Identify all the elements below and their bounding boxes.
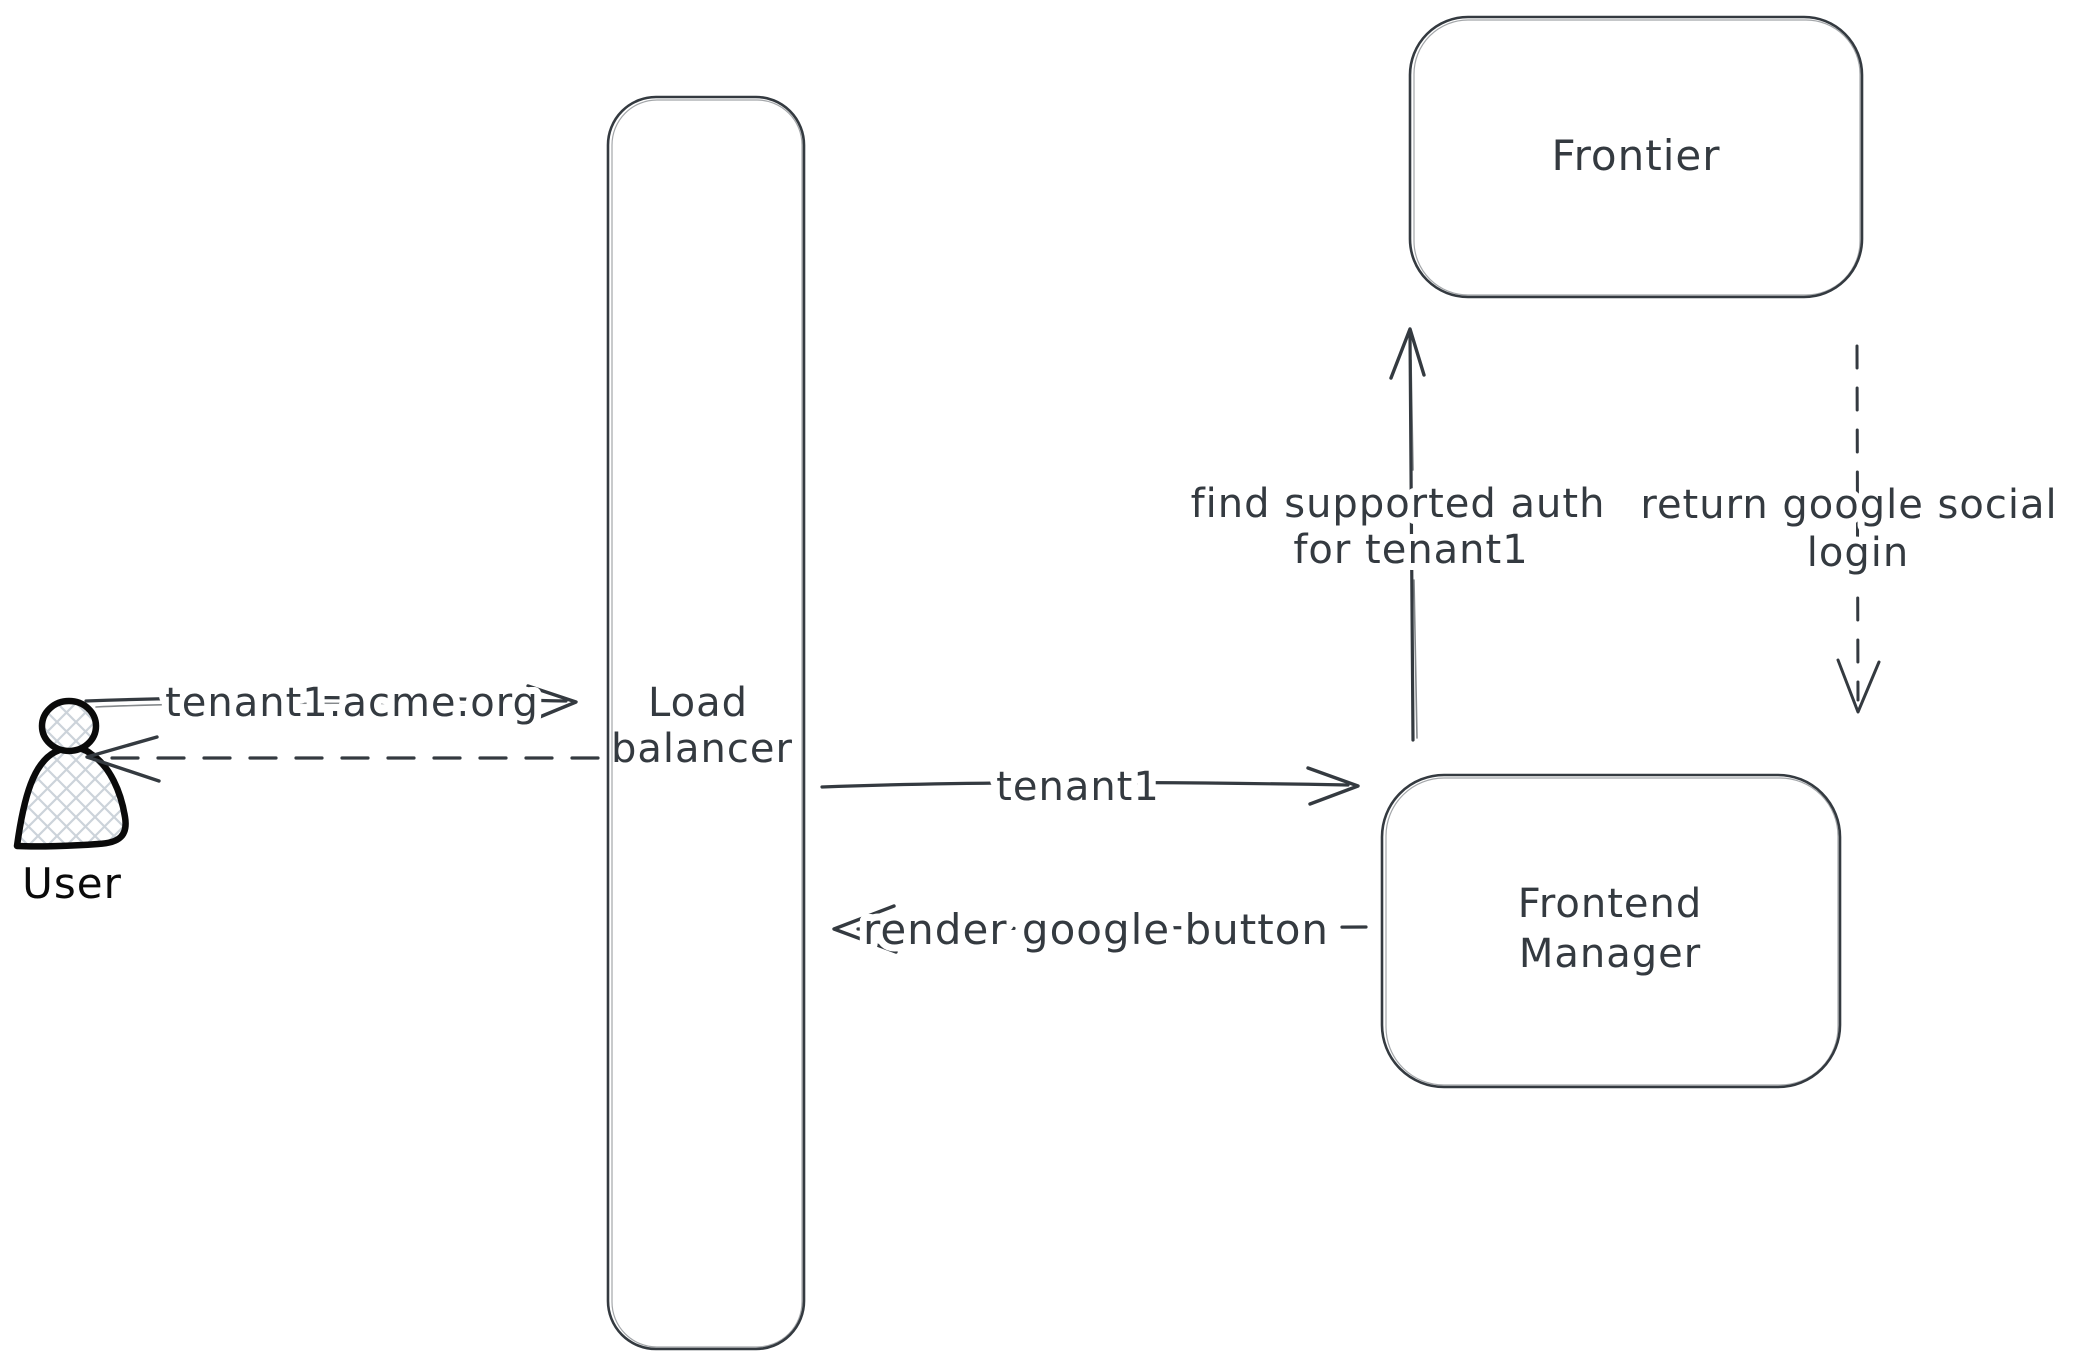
frontier-label: Frontier <box>1551 131 1720 180</box>
arrow-user-to-load-balancer: tenant1.acme.org <box>84 673 578 733</box>
user-icon-head <box>38 697 100 755</box>
arrowhead-left-icon <box>832 904 898 954</box>
arrow-load-balancer-to-user <box>85 735 600 783</box>
load-balancer-label-line1: Load <box>648 680 748 726</box>
arrow-user-to-load-balancer-line <box>84 695 568 703</box>
arrowhead-right-icon <box>526 684 578 723</box>
frontend-manager-box <box>1380 773 1842 1089</box>
arrow-frontend-manager-to-load-balancer: render google button <box>832 898 1368 961</box>
user-icon <box>13 697 129 850</box>
arrow-user-to-load-balancer-sketch-echo <box>95 702 481 708</box>
arrow-frontend-manager-to-frontier: find supported auth for tenant1 <box>1184 327 1611 742</box>
load-balancer-box-sketch-echo <box>611 99 803 1348</box>
load-balancer-box <box>606 95 806 1351</box>
frontend-manager-box-sketch-echo <box>1385 777 1839 1086</box>
edge-label-render-google-button: render google button <box>863 905 1329 954</box>
arrowhead-up-icon <box>1389 327 1426 380</box>
frontend-manager-label-line1: Frontend <box>1518 881 1703 927</box>
user-icon-body <box>13 744 129 850</box>
user-label: User <box>22 859 122 908</box>
arrow-frontend-manager-to-frontier-sketch-echo <box>1410 359 1418 739</box>
edge-label-return-google-social-line1: return google social <box>1640 482 2057 528</box>
frontier-box-sketch-echo <box>1413 19 1861 296</box>
arrowhead-down-icon <box>1836 658 1881 714</box>
arrow-frontend-manager-to-frontier-line <box>1408 332 1415 742</box>
node-load-balancer: Load balancer <box>606 95 806 1351</box>
arrow-load-balancer-to-frontend-manager: tenant1 <box>820 757 1360 817</box>
frontier-box <box>1408 15 1864 299</box>
edge-label-return-google-social-line2: login <box>1807 530 1909 576</box>
user-actor: User <box>13 697 129 908</box>
load-balancer-label-line2: balancer <box>611 726 793 772</box>
arrow-frontier-to-frontend-manager-line <box>1855 344 1860 702</box>
edge-label-tenant1: tenant1 <box>996 764 1160 810</box>
node-frontier: Frontier <box>1408 15 1864 299</box>
edge-label-tenant1-acme-org: tenant1.acme.org <box>165 680 539 726</box>
frontend-manager-label-line2: Manager <box>1519 931 1701 977</box>
arrowhead-left-icon <box>85 735 161 783</box>
node-frontend-manager: Frontend Manager <box>1380 773 1842 1089</box>
arrow-load-balancer-to-frontend-manager-line <box>820 781 1350 789</box>
arrowhead-right-icon <box>1306 766 1360 806</box>
edge-label-find-supported-auth-line1: find supported auth <box>1191 481 1606 527</box>
edge-label-find-supported-auth-line2: for tenant1 <box>1293 527 1528 573</box>
arrow-frontier-to-frontend-manager: return google social login <box>1633 344 2064 714</box>
